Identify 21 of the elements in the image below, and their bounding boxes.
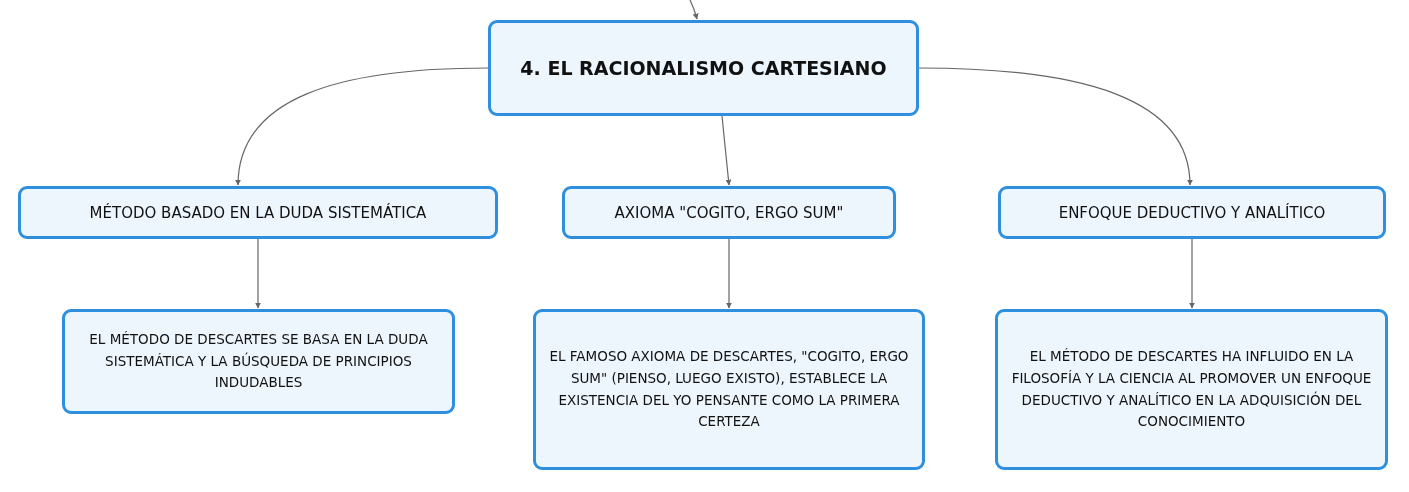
description-text: EL MÉTODO DE DESCARTES HA INFLUIDO EN LA FILOSOFÍA Y LA CIENCIA AL PROMOVER UN ENFOQUE DEDUCTIVO Y ANALÍTICO EN LA ADQUISICIÓN DEL CONOCIMIENTO: [1010, 347, 1373, 432]
connector-arrow: [1189, 238, 1195, 309]
description-box: [995, 309, 1388, 470]
topic-text: AXIOMA "COGITO, ERGO SUM": [614, 203, 844, 222]
connector-arrow: [689, 0, 699, 20]
title-text: 4. EL RACIONALISMO CARTESIANO: [520, 57, 887, 79]
description-text: EL FAMOSO AXIOMA DE DESCARTES, "COGITO, ERGO SUM" (PIENSO, LUEGO EXISTO), ESTABLECE LA EXISTENCIA DEL YO PENSANTE COMO LA PRIMERA CERTEZA: [548, 347, 910, 432]
description-text: EL MÉTODO DE DESCARTES SE BASA EN LA DUDA SISTEMÁTICA Y LA BÚSQUEDA DE PRINCIPIOS INDUDABLES: [88, 330, 429, 393]
description-box: [533, 309, 925, 470]
topic-text: ENFOQUE DEDUCTIVO Y ANALÍTICO: [1058, 203, 1326, 222]
topic-text: MÉTODO BASADO EN LA DUDA SISTEMÁTICA: [89, 203, 427, 222]
connector-arrow: [726, 238, 732, 309]
description-box: [62, 309, 455, 414]
topic-box: [998, 186, 1386, 239]
title-box: [488, 20, 919, 116]
topic-box: [562, 186, 896, 239]
connector-arrow: [918, 67, 1193, 186]
connector-arrow: [721, 115, 732, 186]
connector-arrow: [235, 67, 489, 186]
connector-arrow: [255, 238, 261, 309]
topic-box: [18, 186, 498, 239]
